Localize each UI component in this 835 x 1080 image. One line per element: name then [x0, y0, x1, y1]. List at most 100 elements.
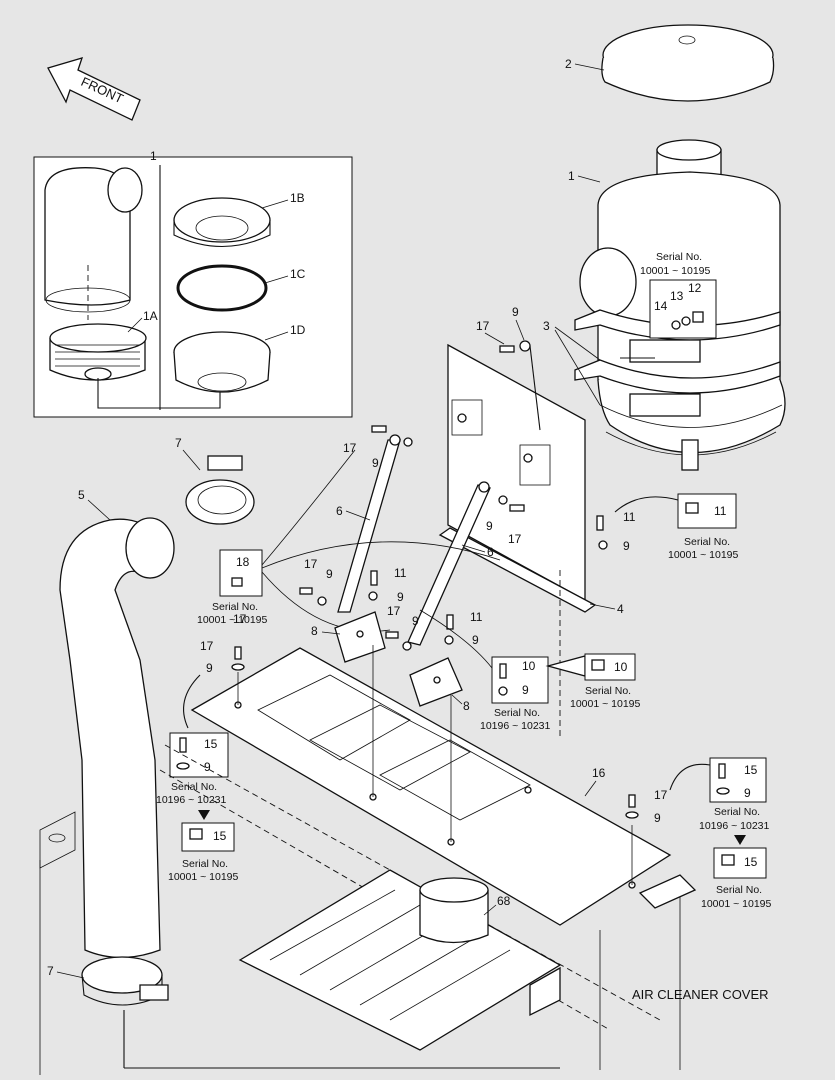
svg-text:9: 9 — [206, 661, 213, 675]
svg-text:9: 9 — [522, 683, 529, 697]
grille-plate-16 — [190, 645, 672, 926]
bolt-17-9-group-stay: 17 9 9 17 — [343, 425, 525, 546]
callout-3: 3 — [543, 319, 550, 333]
svg-text:14: 14 — [654, 299, 668, 313]
hose-clamp-7-lower — [81, 956, 169, 1006]
front-arrow-icon: FRONT — [47, 57, 141, 121]
svg-text:10196 ~ 10231: 10196 ~ 10231 — [480, 720, 551, 732]
svg-text:Serial No.: Serial No. — [182, 858, 228, 870]
callout-7b: 7 — [47, 964, 54, 978]
svg-text:Serial No.: Serial No. — [716, 884, 762, 896]
bolt-17-9-group-top: 17 9 — [476, 305, 541, 431]
svg-text:9: 9 — [204, 760, 211, 774]
serial-note-1: Serial No. 10001 ~ 10195 14 13 12 — [620, 251, 717, 359]
svg-text:11: 11 — [714, 504, 727, 518]
callout-2: 2 — [565, 57, 572, 71]
stay-rods-6 — [337, 434, 491, 646]
callout-5: 5 — [78, 488, 85, 502]
svg-text:Serial No.: Serial No. — [714, 806, 760, 818]
bowl-1d — [173, 331, 271, 393]
serial-note-2: 18 Serial No. 10001 ~ 10195 — [197, 449, 501, 632]
svg-text:10001 ~ 10195: 10001 ~ 10195 — [668, 549, 739, 561]
svg-text:15: 15 — [744, 763, 758, 777]
mounting-bands-3 — [574, 309, 781, 417]
svg-text:10: 10 — [614, 660, 628, 674]
svg-text:15: 15 — [213, 829, 227, 843]
filter-element-1a — [49, 323, 147, 381]
svg-text:13: 13 — [670, 289, 684, 303]
callout-1c: 1C — [290, 267, 306, 281]
callout-8b: 8 — [463, 699, 470, 713]
diagram-title: AIR CLEANER COVER — [632, 987, 769, 1002]
svg-text:10001 ~ 10195: 10001 ~ 10195 — [640, 265, 711, 277]
svg-text:10001 ~ 10195: 10001 ~ 10195 — [168, 871, 239, 883]
svg-text:10001 ~ 10195: 10001 ~ 10195 — [701, 898, 772, 910]
callout-1a: 1A — [143, 309, 158, 323]
svg-text:17: 17 — [304, 557, 318, 571]
svg-text:11: 11 — [394, 566, 407, 580]
svg-text:9: 9 — [397, 590, 404, 604]
serial-note-5: 15 9 Serial No. 10196 ~ 10231 15 Serial … — [156, 674, 239, 883]
svg-text:Serial No.: Serial No. — [585, 685, 631, 697]
svg-text:10001 ~ 10195: 10001 ~ 10195 — [197, 614, 268, 626]
callout-16: 16 — [592, 766, 606, 780]
svg-text:10: 10 — [522, 659, 536, 673]
svg-text:18: 18 — [236, 555, 250, 569]
svg-text:9: 9 — [654, 811, 661, 825]
svg-text:9: 9 — [412, 614, 419, 628]
svg-text:9: 9 — [623, 539, 630, 553]
svg-text:11: 11 — [623, 510, 636, 524]
lower-frame — [39, 744, 697, 1075]
svg-text:15: 15 — [744, 855, 758, 869]
svg-text:17: 17 — [654, 788, 668, 802]
svg-text:17: 17 — [476, 319, 490, 333]
svg-text:Serial No.: Serial No. — [171, 781, 217, 793]
serial-note-6: 15 9 Serial No. 10196 ~ 10231 15 Serial … — [669, 757, 772, 910]
svg-text:Serial No.: Serial No. — [494, 707, 540, 719]
callout-6b: 6 — [487, 545, 494, 559]
svg-text:17: 17 — [508, 532, 522, 546]
callout-4: 4 — [617, 602, 624, 616]
callout-8a: 8 — [311, 624, 318, 638]
svg-text:17: 17 — [343, 441, 357, 455]
svg-text:9: 9 — [486, 519, 493, 533]
svg-text:9: 9 — [512, 305, 519, 319]
callout-1-top: 1 — [150, 149, 157, 163]
svg-text:Serial No.: Serial No. — [656, 251, 702, 263]
bolt-group-mid: 17 9 11 9 17 9 11 9 — [299, 557, 483, 651]
top-cap-2 — [601, 24, 775, 102]
svg-text:Serial No.: Serial No. — [684, 536, 730, 548]
svg-text:9: 9 — [472, 633, 479, 647]
svg-text:17: 17 — [200, 639, 214, 653]
svg-text:9: 9 — [326, 567, 333, 581]
svg-text:10001 ~ 10195: 10001 ~ 10195 — [570, 698, 641, 710]
svg-text:9: 9 — [372, 456, 379, 470]
callout-1d: 1D — [290, 323, 306, 337]
svg-text:10196 ~ 10231: 10196 ~ 10231 — [156, 794, 227, 806]
serial-note-4: 10 9 Serial No. 10196 ~ 10231 10 Serial … — [419, 609, 641, 732]
bolt-17-9-left: 17 9 — [200, 639, 245, 675]
o-ring-1c — [176, 264, 268, 312]
inset-detail-box: 1 1A 1B 1C 1D — [33, 149, 353, 418]
svg-text:Serial No.: Serial No. — [212, 601, 258, 613]
svg-text:12: 12 — [688, 281, 702, 295]
svg-text:9: 9 — [744, 786, 751, 800]
mount-brackets-8 — [334, 611, 463, 707]
callout-1b: 1B — [290, 191, 305, 205]
svg-text:17: 17 — [387, 604, 401, 618]
intake-hose-5 — [59, 517, 175, 959]
callout-17-h: 17 — [233, 612, 247, 626]
serial-note-3: 11 Serial No. 10001 ~ 10195 11 9 — [596, 493, 739, 561]
callout-6a: 6 — [336, 504, 343, 518]
callout-1: 1 — [568, 169, 575, 183]
cap-1b — [173, 197, 271, 247]
svg-text:15: 15 — [204, 737, 218, 751]
callout-68: 68 — [497, 894, 511, 908]
svg-text:10196 ~ 10231: 10196 ~ 10231 — [699, 820, 770, 832]
hose-clamp-7-upper — [185, 455, 255, 525]
callout-7a: 7 — [175, 436, 182, 450]
bracket-plate-4 — [438, 343, 597, 740]
svg-text:11: 11 — [470, 610, 483, 624]
bolt-17-9-right: 17 9 — [625, 788, 668, 825]
